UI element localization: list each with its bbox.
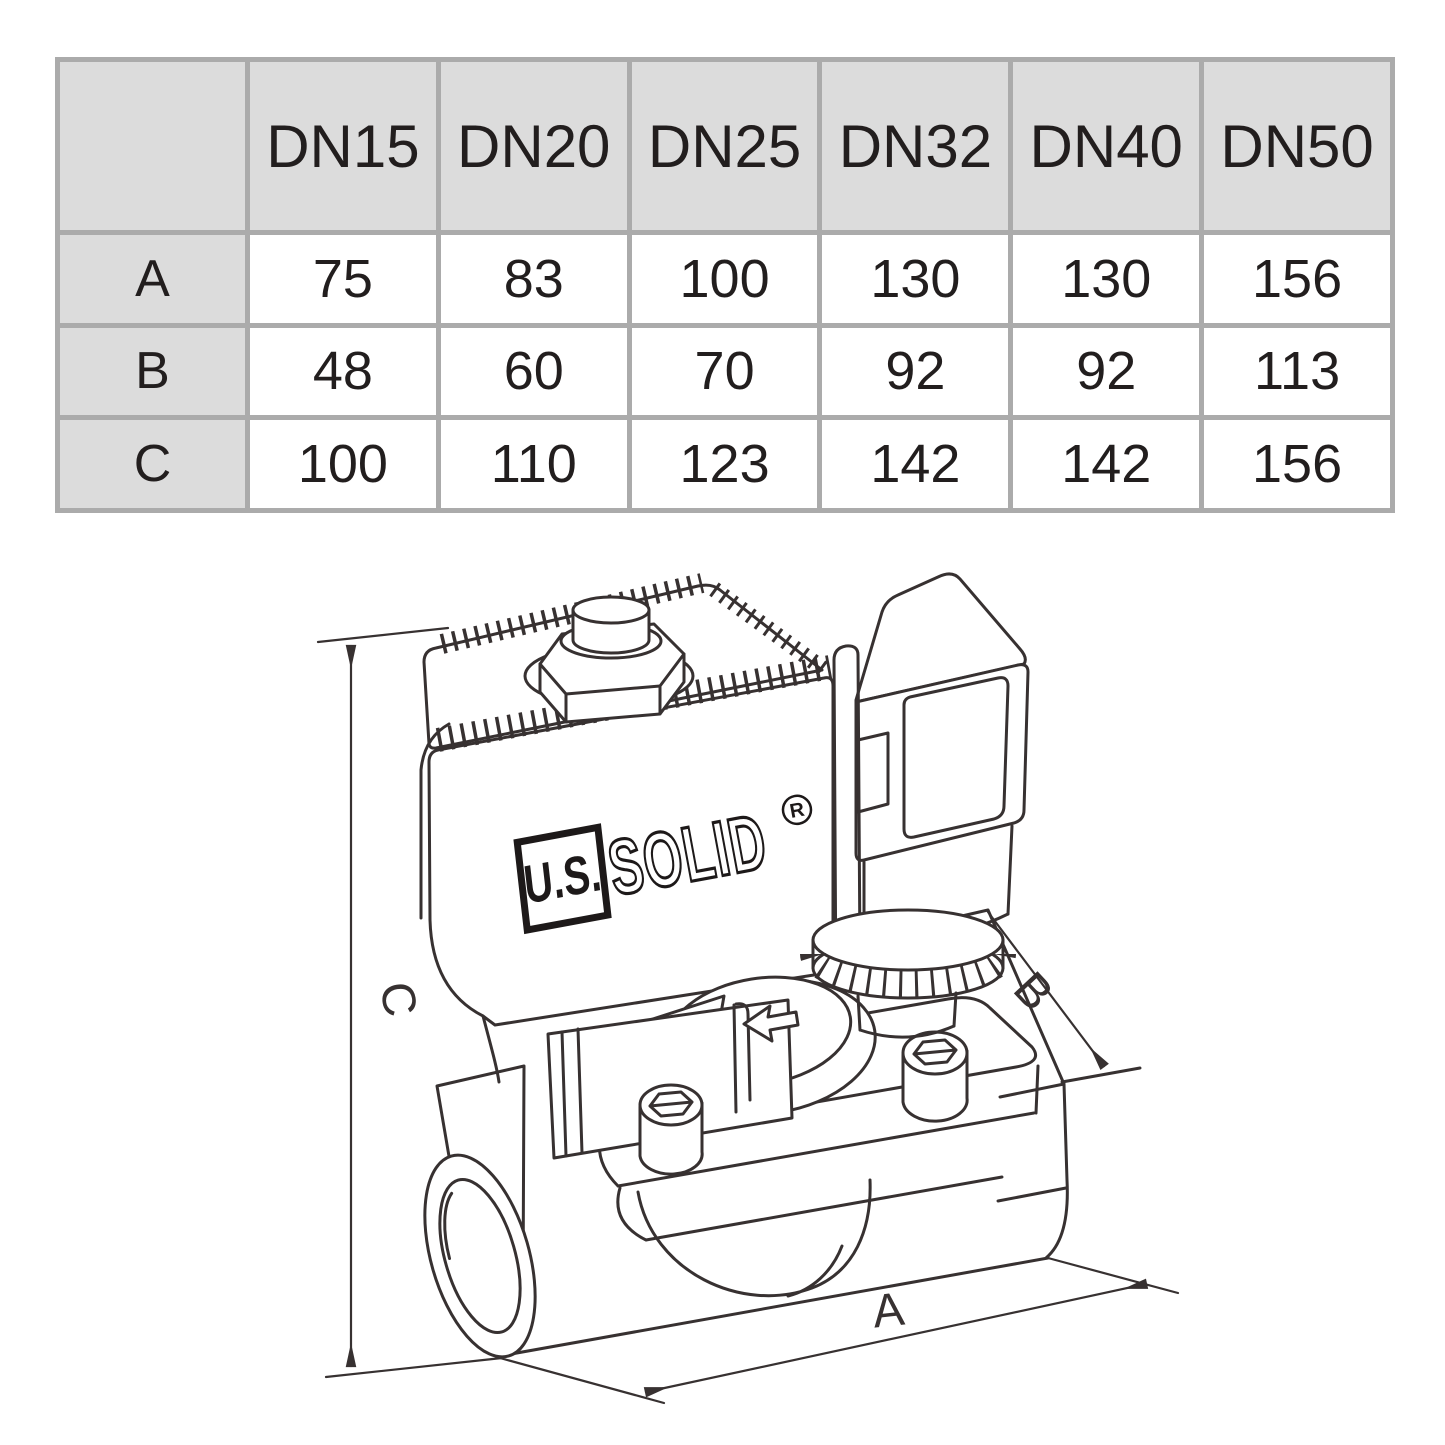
- port-opening: [423, 1153, 537, 1359]
- row-label: C: [60, 420, 245, 508]
- flow-arrow-tab: [742, 1004, 800, 1043]
- valve-body: [423, 908, 1142, 1359]
- ext-line-a-left: [498, 1356, 666, 1405]
- armature-tube: [546, 994, 794, 1160]
- table-cell: 110: [440, 420, 627, 508]
- ext-line-c-top: [316, 626, 450, 644]
- dimension-lines: [316, 626, 1180, 1405]
- table-cell: 123: [631, 420, 818, 508]
- table-cell: 70: [631, 327, 818, 416]
- table-cell: 100: [631, 235, 818, 323]
- registered-mark-icon: R: [781, 794, 813, 826]
- table-cell: 60: [440, 327, 627, 416]
- brand-us-text: U.S.: [521, 842, 604, 916]
- dimension-line-a: [643, 1278, 1149, 1398]
- hex-nut: [523, 595, 695, 724]
- column-header: DN25: [631, 62, 818, 230]
- dim-label-a: A: [870, 1282, 907, 1338]
- socket-bolt-rear: [901, 1030, 969, 1123]
- ext-line-a-right: [1046, 1256, 1180, 1295]
- table-cell: 156: [1204, 235, 1390, 323]
- table-cell: 156: [1204, 420, 1390, 508]
- column-header: DN20: [440, 62, 627, 230]
- table-cell: 142: [1013, 420, 1200, 508]
- row-label: B: [60, 327, 245, 416]
- table-corner-cell: [60, 62, 245, 230]
- column-header: DN40: [1013, 62, 1200, 230]
- socket-bolt-front: [638, 1083, 704, 1176]
- table-cell: 113: [1204, 327, 1390, 416]
- dimension-line-b: [986, 910, 1109, 1071]
- table-cell: 75: [250, 235, 436, 323]
- table-cell: 130: [822, 235, 1009, 323]
- svg-text:R: R: [788, 799, 807, 823]
- column-header: DN50: [1204, 62, 1390, 230]
- dimension-table: DN15 DN20 DN25 DN32 DN40 DN50 A 75 83 10…: [55, 57, 1395, 513]
- coil-body: [419, 573, 862, 1084]
- table-cell: 92: [1013, 327, 1200, 416]
- knurled-nut: [800, 908, 1016, 1039]
- table-cell: 142: [822, 420, 1009, 508]
- table-cell: 92: [822, 327, 1009, 416]
- table-cell: 130: [1013, 235, 1200, 323]
- row-label: A: [60, 235, 245, 323]
- column-header: DN15: [250, 62, 436, 230]
- dim-label-c: C: [370, 978, 428, 1021]
- ext-line-c-bottom: [324, 1356, 504, 1379]
- table-cell: 48: [250, 327, 436, 416]
- table-cell: 83: [440, 235, 627, 323]
- din-connector: [854, 572, 1030, 936]
- column-header: DN32: [822, 62, 1009, 230]
- table-cell: 100: [250, 420, 436, 508]
